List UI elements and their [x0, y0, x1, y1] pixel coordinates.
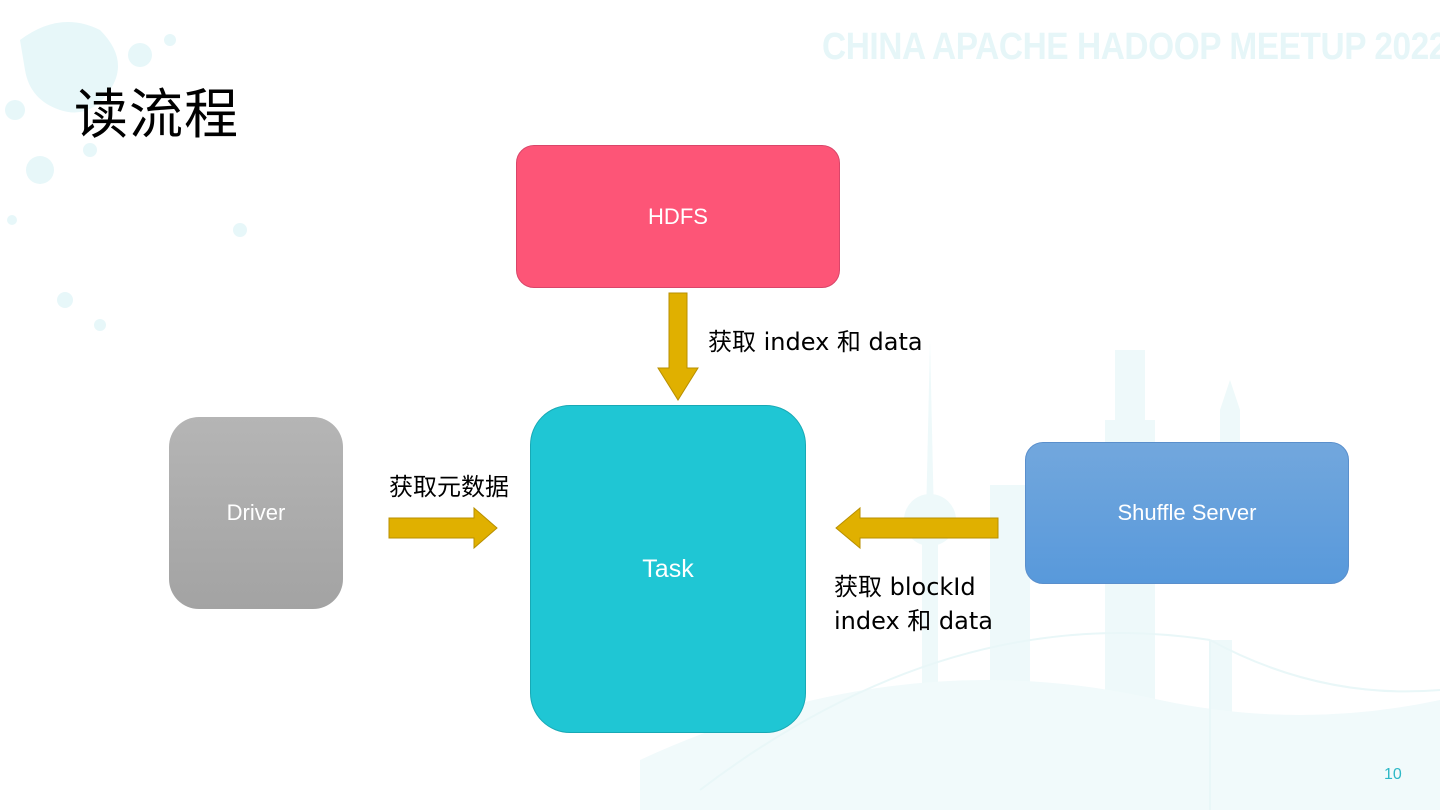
- arrow-driver-to-task: [388, 506, 498, 550]
- label-hdfs-to-task: 获取 index 和 data: [708, 328, 923, 356]
- node-task: Task: [530, 405, 806, 733]
- node-shuffle-server-label: Shuffle Server: [1117, 500, 1257, 525]
- label-shuffle-to-task-line2: index 和 data: [834, 607, 993, 635]
- node-shuffle-server: Shuffle Server: [1025, 442, 1349, 584]
- label-driver-to-task: 获取元数据: [389, 473, 509, 501]
- page-number: 10: [1384, 766, 1402, 783]
- node-hdfs-label: HDFS: [648, 203, 708, 229]
- bridge-cables-decoration: [699, 632, 1440, 810]
- node-driver-label: Driver: [226, 500, 286, 525]
- ink-splash-decoration: [5, 22, 247, 331]
- label-shuffle-to-task: 获取 blockId index 和 data: [834, 570, 993, 638]
- node-task-label: Task: [642, 554, 694, 583]
- event-watermark: CHINA APACHE HADOOP MEETUP 2022: [822, 26, 1440, 68]
- node-hdfs: HDFS: [516, 145, 840, 288]
- label-shuffle-to-task-line1: 获取 blockId: [834, 573, 976, 601]
- node-driver: Driver: [169, 417, 343, 609]
- arrow-hdfs-to-task: [657, 292, 699, 401]
- arrow-shuffle-to-task: [835, 506, 999, 550]
- page-title: 读流程: [74, 83, 239, 146]
